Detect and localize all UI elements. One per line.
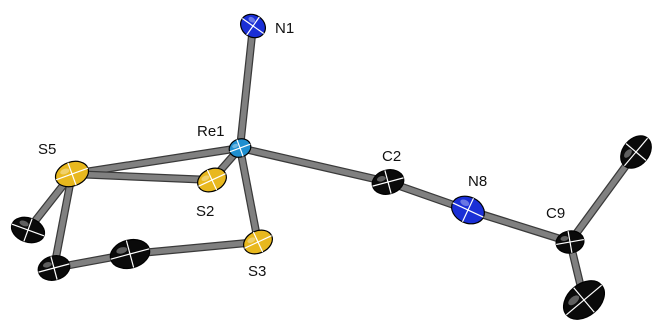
- atom-s3: [243, 229, 273, 255]
- label-s3: S3: [248, 263, 266, 280]
- bond-S5-Cb: [50, 170, 76, 272]
- label-n8: N8: [468, 173, 487, 190]
- atom-s2: [197, 167, 227, 193]
- bond-S5-S2: [68, 170, 216, 184]
- label-c9: C9: [546, 205, 565, 222]
- bond-N8-C9: [464, 206, 574, 246]
- atom-re1: [228, 138, 252, 158]
- label-s5: S5: [38, 141, 56, 158]
- atom-c9: [555, 230, 585, 254]
- bond-Re1-C2: [236, 144, 392, 186]
- atom-s5: [54, 160, 90, 188]
- bond-Re1-S3: [236, 144, 262, 246]
- atom-c2: [371, 169, 405, 195]
- bond-Re1-N1: [236, 22, 257, 152]
- bond-C9-Cd: [566, 148, 640, 246]
- label-s2: S2: [196, 203, 214, 220]
- atom-ce: [562, 280, 606, 320]
- label-n1: N1: [275, 20, 294, 37]
- atoms-layer: [10, 13, 652, 320]
- label-re1: Re1: [197, 123, 225, 140]
- atom-ca: [10, 216, 46, 244]
- bond-Re1-S5: [68, 144, 244, 178]
- atom-cb: [37, 255, 71, 281]
- atom-cd: [620, 135, 652, 169]
- atom-cc: [109, 238, 151, 270]
- atom-n1: [240, 13, 266, 39]
- label-c2: C2: [382, 148, 401, 165]
- bond-Cc-S3: [126, 238, 262, 258]
- atom-n8: [451, 195, 485, 225]
